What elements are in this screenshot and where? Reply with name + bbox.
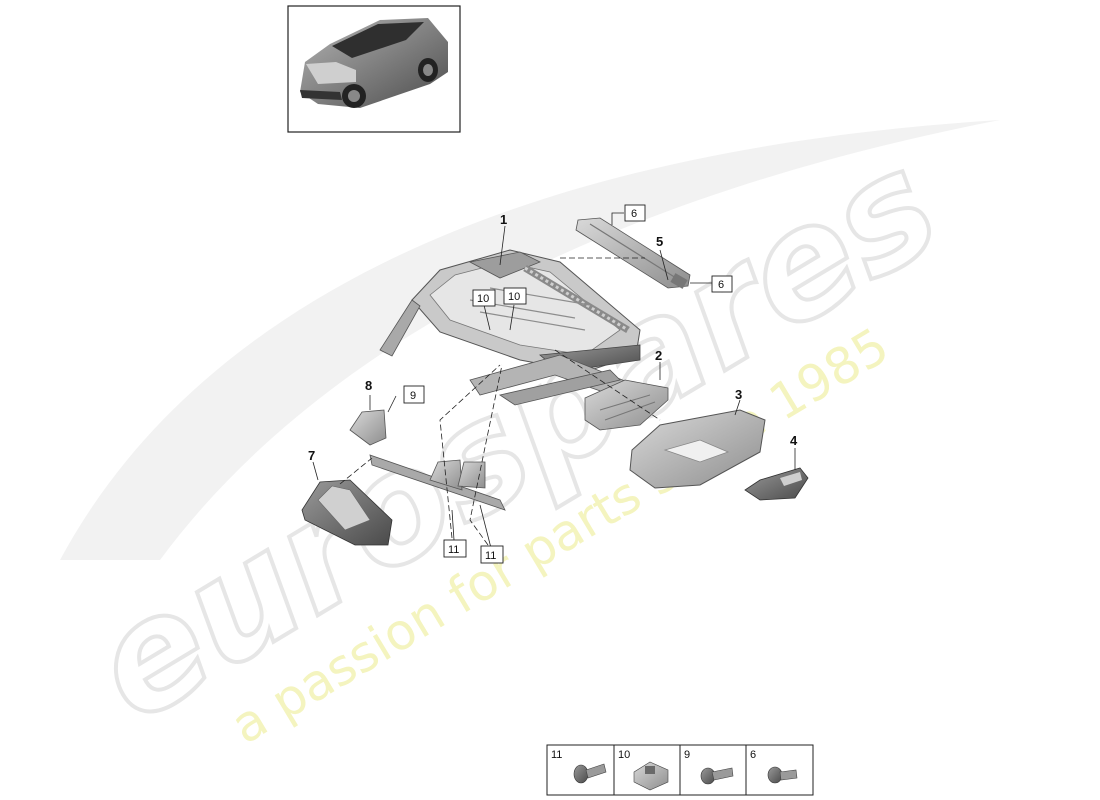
- bolt-icon: [700, 767, 734, 785]
- label-part-1: 1: [500, 212, 507, 227]
- legend-item-6: 6: [750, 749, 798, 784]
- watermark: eurospares a passion for parts since 198…: [60, 116, 1000, 758]
- legend-item-9: 9: [684, 749, 734, 785]
- svg-text:11: 11: [551, 749, 562, 761]
- svg-text:10: 10: [618, 749, 630, 761]
- label-part-3: 3: [735, 387, 742, 402]
- legend-item-10: 10: [618, 749, 669, 791]
- leader-lines: [312, 212, 796, 549]
- boxed-number-labels: 6 6 10 10 9 11 11: [403, 204, 733, 564]
- label-part-4: 4: [790, 433, 798, 448]
- boxed-label-10-left: 10: [472, 289, 496, 307]
- vehicle-thumbnail: [287, 5, 461, 133]
- part-7-front-cover: [301, 479, 393, 546]
- boxed-label-6-right: 6: [711, 275, 733, 293]
- boxed-label-10-right: 10: [503, 287, 527, 305]
- part-4-switch: [744, 467, 809, 501]
- svg-text:6: 6: [631, 208, 637, 220]
- part-number-labels: 1 2 3 4 5 7 8: [308, 212, 798, 463]
- svg-text:11: 11: [448, 544, 459, 556]
- suv-car-icon: [300, 18, 448, 108]
- label-part-7: 7: [308, 448, 315, 463]
- part-2-trim-bracket: [584, 379, 669, 431]
- svg-text:9: 9: [410, 390, 416, 402]
- svg-text:10: 10: [477, 293, 489, 305]
- svg-text:6: 6: [718, 279, 724, 291]
- boxed-label-11-left: 11: [443, 539, 467, 558]
- label-part-8: 8: [365, 378, 372, 393]
- label-part-5: 5: [656, 234, 663, 249]
- part-5-seat-rail: [575, 217, 691, 289]
- legend-item-11: 11: [551, 749, 607, 784]
- svg-text:11: 11: [485, 550, 496, 562]
- label-part-2: 2: [655, 348, 662, 363]
- screw-icon: [767, 766, 798, 784]
- clip-nut-icon: [633, 761, 669, 791]
- part-3-side-cover: [629, 409, 766, 489]
- boxed-label-6-top: 6: [624, 204, 646, 222]
- bolt-icon: [573, 763, 607, 784]
- svg-text:6: 6: [750, 749, 756, 761]
- parts-legend: 11 10 9 6: [546, 744, 814, 796]
- boxed-label-11-right: 11: [480, 545, 504, 564]
- part-8-lower-trim: [349, 409, 506, 511]
- boxed-label-9: 9: [403, 385, 425, 404]
- watermark-swoosh: [60, 120, 1000, 560]
- svg-text:10: 10: [508, 291, 520, 303]
- svg-text:9: 9: [684, 749, 690, 761]
